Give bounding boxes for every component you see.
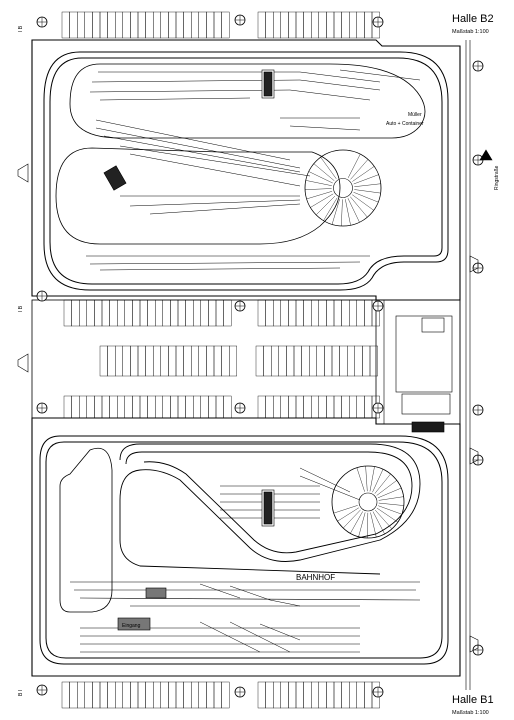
column-15 (234, 686, 246, 698)
building-outline (31, 39, 471, 690)
central-structures (103, 69, 461, 631)
turntable-bottom (331, 465, 405, 539)
tracks-hall-b2 (43, 51, 449, 291)
column-12 (372, 402, 384, 414)
column-2 (234, 14, 246, 26)
bay-row-center-right (255, 345, 378, 377)
bay-row-top-right (257, 11, 380, 39)
column-1 (36, 16, 48, 28)
hall-b1-scale: Maßstab 1:100 (452, 710, 489, 716)
bay-row-mid-lower-left (63, 395, 232, 419)
bay-row-mid-upper-right (257, 299, 380, 327)
ring-road-label: Ringstraße (494, 165, 500, 190)
bay-row-bottom-right (257, 681, 380, 709)
hall-b2-title: Halle B2 (452, 13, 494, 25)
column-8 (372, 300, 384, 312)
bay-row-bottom-left (61, 681, 230, 709)
marker-bottom: B I (18, 690, 24, 696)
yard-note-line1: Müller (408, 112, 422, 118)
column-13 (472, 404, 484, 416)
station-label: BAHNHOF (296, 573, 335, 582)
bay-row-mid-upper-left (63, 299, 232, 327)
bay-row-mid-lower-right (257, 395, 380, 419)
column-16 (372, 686, 384, 698)
column-6 (36, 290, 48, 302)
hall-b2-scale: Maßstab 1:100 (452, 29, 489, 35)
bay-row-center-left (99, 345, 237, 377)
building-columns (36, 14, 484, 698)
marker-mid: I B (18, 305, 24, 312)
column-4 (472, 60, 484, 72)
parking-bays (61, 11, 380, 709)
column-3 (372, 16, 384, 28)
yard-note-line2: Auto + Container (386, 121, 424, 127)
bay-row-top-left (61, 11, 230, 39)
hall-b1-title: Halle B1 (452, 694, 494, 706)
door-symbols (17, 149, 493, 653)
tracks-hall-b1 (39, 435, 449, 665)
column-11 (234, 402, 246, 414)
column-14 (36, 684, 48, 696)
turntable-top (304, 149, 382, 227)
marker-top: I B (18, 25, 24, 32)
entrance-label: Eingang (122, 623, 141, 629)
column-10 (36, 402, 48, 414)
labels: Halle B2 Maßstab 1:100 Halle B1 Maßstab … (18, 13, 500, 716)
column-7 (234, 300, 246, 312)
